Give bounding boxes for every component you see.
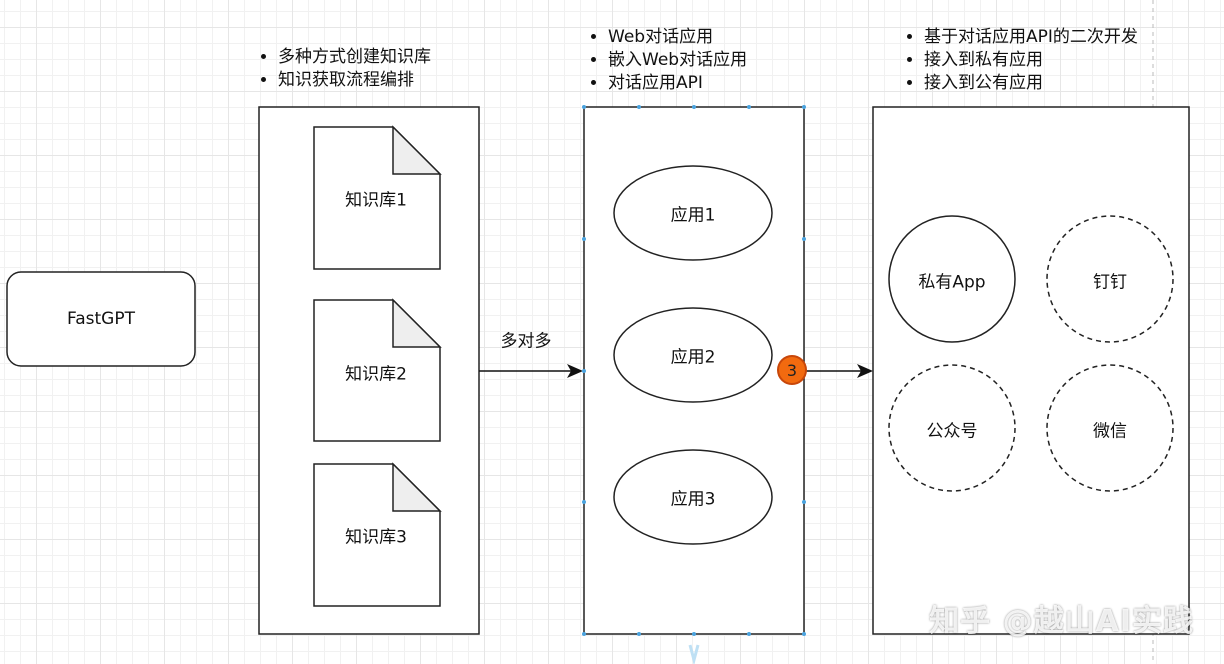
bullet: 接入到公有应用 [924,72,1138,95]
bullet: 接入到私有应用 [924,49,1138,72]
watermark: 知乎 @越山AI实践 [929,604,1194,639]
bullet: 知识获取流程编排 [278,69,431,92]
official-account-circle[interactable] [888,364,1016,492]
bullet: 对话应用API [608,72,747,95]
bullet: Web对话应用 [608,26,747,49]
doc-label-1: 知识库1 [345,190,407,211]
apps-bullets: Web对话应用 嵌入Web对话应用 对话应用API [588,26,747,95]
knowledge-bullets: 多种方式创建知识库 知识获取流程编排 [258,46,431,92]
private-app-circle[interactable] [888,215,1016,343]
wechat-label: 微信 [1093,421,1127,442]
fastgpt-node[interactable] [6,271,196,367]
app-label-1: 应用1 [670,205,716,226]
bullet: 基于对话应用API的二次开发 [924,26,1138,49]
doc-label-3: 知识库3 [345,527,407,548]
app-label-2: 应用2 [670,347,716,368]
doc-label-2: 知识库2 [345,364,407,385]
wechat-circle[interactable] [1046,364,1174,492]
bullet: 多种方式创建知识库 [278,46,431,69]
integrations-container[interactable] [872,106,1190,635]
fastgpt-label: FastGPT [67,309,135,329]
app-ellipse-1[interactable] [613,165,773,261]
dingtalk-circle[interactable] [1046,215,1174,343]
bullet: 嵌入Web对话应用 [608,49,747,72]
edge-label: 多对多 [500,331,552,352]
private-app-label: 私有App [918,272,986,293]
dingtalk-label: 钉钉 [1093,272,1127,293]
app-label-3: 应用3 [670,489,716,510]
app-ellipse-3[interactable] [613,449,773,545]
app-ellipse-2[interactable] [613,307,773,403]
official-account-label: 公众号 [926,421,978,442]
step-badge[interactable]: 3 [777,355,807,385]
integrations-bullets: 基于对话应用API的二次开发 接入到私有应用 接入到公有应用 [904,26,1138,95]
